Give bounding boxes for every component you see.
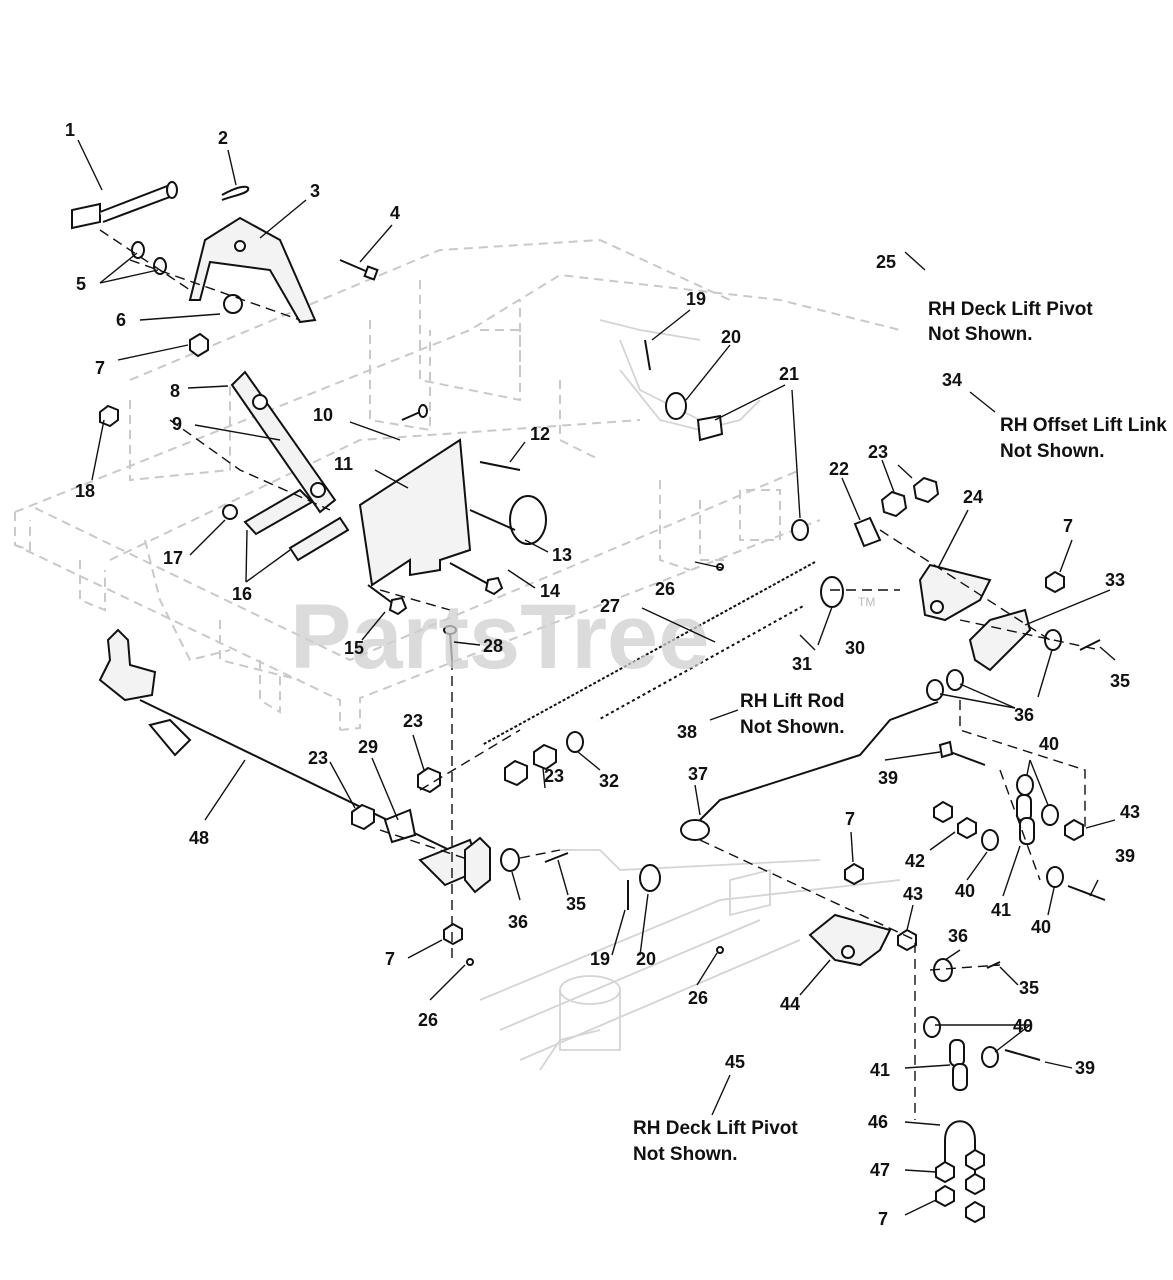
callout-35: 35 [1110, 671, 1130, 691]
callout-20b: 20 [636, 949, 656, 969]
callout-12: 12 [530, 424, 550, 444]
callout-39c: 39 [1075, 1058, 1095, 1078]
callout-2: 2 [218, 128, 228, 148]
callout-38: 38 [677, 722, 697, 742]
callout-34: 34 [942, 370, 962, 390]
callout-26c: 26 [688, 988, 708, 1008]
callout-33: 33 [1105, 570, 1125, 590]
leader-lines [77, 139, 1116, 1216]
callout-26b: 26 [418, 1010, 438, 1030]
callout-46: 46 [868, 1112, 888, 1132]
note-25-line2: Not Shown. [928, 324, 1032, 345]
callout-6: 6 [116, 310, 126, 330]
parts-art [71, 181, 1106, 1224]
assembly-lines [99, 229, 1101, 1120]
callout-28: 28 [483, 636, 503, 656]
callout-22: 22 [829, 459, 849, 479]
callout-23b: 23 [403, 711, 423, 731]
callout-32: 32 [599, 771, 619, 791]
callout-23: 23 [868, 442, 888, 462]
callout-5: 5 [76, 274, 86, 294]
watermark-logo: PartsTree [290, 586, 709, 688]
callout-27: 27 [600, 596, 620, 616]
callout-35c: 35 [1019, 978, 1039, 998]
callout-40b: 40 [955, 881, 975, 901]
callout-30: 30 [845, 638, 865, 658]
note-34-line1: RH Offset Lift Link [1000, 415, 1167, 436]
callout-40: 40 [1039, 734, 1059, 754]
callout-36c: 36 [948, 926, 968, 946]
callout-29: 29 [358, 737, 378, 757]
notes: RH Deck Lift Pivot Not Shown. RH Offset … [633, 299, 1167, 1165]
callout-7: 7 [95, 358, 105, 378]
callout-41a: 41 [991, 900, 1011, 920]
callout-7c: 7 [385, 949, 395, 969]
callout-36: 36 [1014, 705, 1034, 725]
callout-19b: 19 [590, 949, 610, 969]
callout-31: 31 [792, 654, 812, 674]
callout-14: 14 [540, 581, 560, 601]
note-45-line1: RH Deck Lift Pivot [633, 1118, 798, 1139]
callout-19: 19 [686, 289, 706, 309]
callout-7d: 7 [845, 809, 855, 829]
callout-3: 3 [310, 181, 320, 201]
callout-11: 11 [334, 454, 353, 474]
callout-17: 17 [163, 548, 183, 568]
callout-37: 37 [688, 764, 708, 784]
callout-13: 13 [552, 545, 572, 565]
callout-21: 21 [779, 364, 799, 384]
callout-43a: 43 [1120, 802, 1140, 822]
callout-1: 1 [65, 120, 75, 140]
callout-42: 42 [905, 851, 925, 871]
callout-41b: 41 [870, 1060, 890, 1080]
callout-23c: 23 [308, 748, 328, 768]
callout-labels: 1 2 3 4 5 6 7 8 9 10 11 12 13 14 15 16 1… [65, 120, 1140, 1229]
callout-4: 4 [390, 203, 400, 223]
note-45-line2: Not Shown. [633, 1144, 737, 1165]
callout-45: 45 [725, 1052, 745, 1072]
note-34-line2: Not Shown. [1000, 441, 1104, 462]
note-25-line1: RH Deck Lift Pivot [928, 299, 1093, 320]
callout-20: 20 [721, 327, 741, 347]
callout-8: 8 [170, 381, 180, 401]
callout-7e: 7 [878, 1209, 888, 1229]
callout-10: 10 [313, 405, 333, 425]
callout-26: 26 [655, 579, 675, 599]
callout-9: 9 [172, 414, 182, 434]
callout-18: 18 [75, 481, 95, 501]
callout-16: 16 [232, 584, 252, 604]
callout-47: 47 [870, 1160, 890, 1180]
callout-48: 48 [189, 828, 209, 848]
note-38-line2: Not Shown. [740, 717, 844, 738]
callout-43b: 43 [903, 884, 923, 904]
callout-40c: 40 [1031, 917, 1051, 937]
callout-24: 24 [963, 487, 983, 507]
callout-23d: 23 [544, 766, 564, 786]
callout-39b: 39 [1115, 846, 1135, 866]
callout-39: 39 [878, 768, 898, 788]
callout-25: 25 [876, 252, 896, 272]
callout-36b: 36 [508, 912, 528, 932]
callout-15: 15 [344, 638, 364, 658]
watermark-trademark: TM [858, 595, 875, 609]
callout-7b: 7 [1063, 516, 1073, 536]
note-38-line1: RH Lift Rod [740, 691, 844, 712]
callout-44: 44 [780, 994, 800, 1014]
callout-35b: 35 [566, 894, 586, 914]
callout-40d: 40 [1013, 1016, 1033, 1036]
